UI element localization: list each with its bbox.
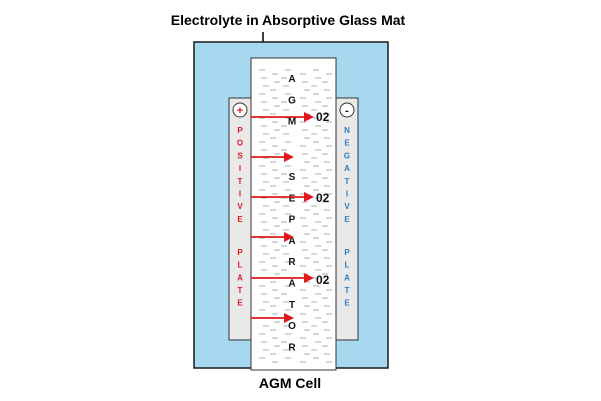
positive-label-letter: S (237, 151, 243, 160)
oxygen-arrow-head (284, 232, 294, 242)
oxygen-arrow-head (284, 152, 294, 162)
separator-label-letter: M (288, 117, 296, 128)
negative-label-letter: T (345, 286, 350, 295)
negative-label-letter: E (344, 215, 350, 224)
positive-label-letter: V (237, 202, 243, 211)
diagram-caption: AGM Cell (259, 375, 321, 391)
positive-label-letter: P (237, 248, 243, 257)
negative-label-letter: V (344, 202, 350, 211)
negative-label-letter: A (344, 273, 350, 282)
separator-label-letter: R (288, 342, 296, 353)
positive-label-letter: A (237, 273, 243, 282)
separator-label-letter: S (289, 172, 296, 183)
separator-label-letter: A (288, 278, 295, 289)
positive-label-letter: T (238, 177, 243, 186)
negative-label-letter: T (345, 177, 350, 186)
positive-label-letter: I (239, 164, 241, 173)
positive-label-letter: I (239, 190, 241, 199)
positive-sign: + (237, 105, 243, 117)
positive-label-letter: P (237, 126, 243, 135)
separator-label-letter: G (288, 95, 296, 106)
separator-label-letter: O (288, 321, 296, 332)
o2-label: 02 (316, 273, 330, 287)
negative-sign: - (345, 105, 349, 117)
diagram-title: Electrolyte in Absorptive Glass Mat (171, 12, 406, 28)
positive-label-letter: E (237, 215, 243, 224)
positive-label-letter: L (238, 261, 243, 270)
negative-label-letter: N (344, 126, 350, 135)
negative-label-letter: P (344, 248, 350, 257)
positive-terminal: + (232, 102, 248, 118)
separator-label-letter: R (288, 257, 296, 268)
negative-label-letter: I (346, 190, 348, 199)
oxygen-arrow-head (304, 112, 314, 122)
separator-label-letter: A (288, 74, 295, 85)
positive-label-letter: E (237, 299, 243, 308)
negative-label-letter: L (345, 261, 350, 270)
negative-label-letter: E (344, 299, 350, 308)
oxygen-arrow-head (304, 192, 314, 202)
separator-label-letter: P (289, 215, 296, 226)
oxygen-arrow-head (304, 273, 314, 283)
separator-label-letter: E (289, 193, 296, 204)
negative-terminal: - (339, 102, 355, 118)
positive-label-letter: T (238, 286, 243, 295)
positive-label-letter: O (237, 139, 243, 148)
oxygen-arrow-head (284, 313, 294, 323)
oxygen-flow-arrows (251, 112, 314, 323)
o2-label: 02 (316, 191, 330, 205)
negative-label-letter: E (344, 139, 350, 148)
negative-label-letter: G (344, 151, 350, 160)
negative-label-letter: A (344, 164, 350, 173)
separator-label-letter: T (289, 300, 295, 311)
o2-label: 02 (316, 110, 330, 124)
separator-hatching (259, 69, 332, 363)
separator-label-letter: A (288, 236, 295, 247)
